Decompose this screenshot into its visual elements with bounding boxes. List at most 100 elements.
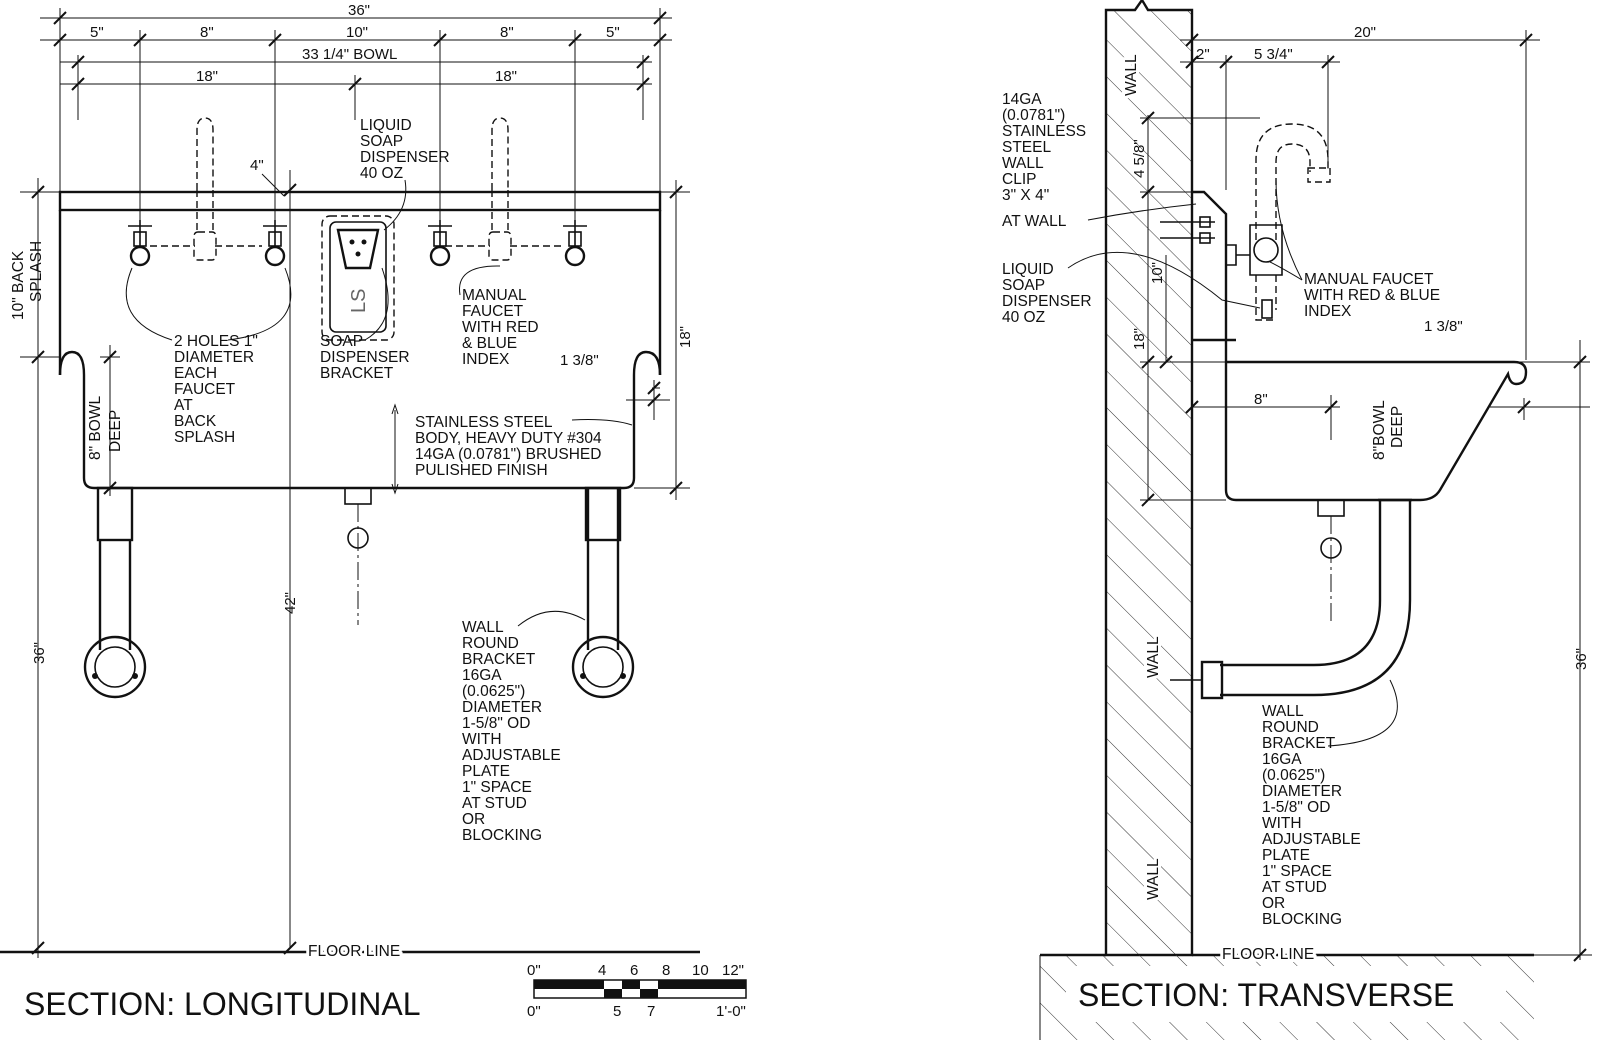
svg-text:LIQUID: LIQUID [1002,261,1054,278]
svg-text:16GA: 16GA [462,667,502,684]
dim-overall-36: 36" [348,2,370,19]
scale-top-0: 0" [527,962,541,979]
svg-text:OR: OR [462,811,485,828]
svg-text:ADJUSTABLE: ADJUSTABLE [1262,831,1361,848]
svg-text:INDEX: INDEX [1304,303,1352,320]
wall-label-mid: WALL [1145,636,1162,678]
svg-text:WITH RED & BLUE: WITH RED & BLUE [1304,287,1440,304]
dim-8-right: 8" [500,24,514,41]
svg-text:WALL: WALL [1002,155,1044,172]
svg-text:40 OZ: 40 OZ [360,165,403,182]
bracket-label: WALL ROUND BRACKET 16GA (0.0625") DIAMET… [462,619,561,844]
svg-text:BRACKET: BRACKET [462,651,536,668]
body-label: STAINLESS STEEL BODY, HEAVY DUTY #304 14… [415,414,602,479]
svg-text:(0.0625"): (0.0625") [462,683,525,700]
longitudinal-section: 36" 5" 8" 10" 8" 5" 33 1/4" BOWL 18" 18"… [0,2,747,1022]
transverse-bowl [1224,340,1528,625]
drain-centerline [347,504,369,625]
faucet-label: MANUAL FAUCET WITH RED & BLUE INDEX [462,287,539,368]
vertical-dimension-lines [20,178,690,958]
dim-5-left: 5" [90,24,104,41]
dim-5-right: 5" [606,24,620,41]
transverse-dimension-lines [1140,30,1592,962]
svg-text:WALL: WALL [462,619,504,636]
dim-clip-4-5-8: 4 5/8" [1131,139,1148,178]
svg-text:EACH: EACH [174,365,217,382]
svg-text:BODY, HEAVY DUTY #304: BODY, HEAVY DUTY #304 [415,430,602,447]
svg-text:BRACKET: BRACKET [320,365,394,382]
scale-top-12: 12" [722,962,744,979]
dim-bowl-width: 33 1/4" BOWL [302,46,397,63]
svg-text:WITH RED: WITH RED [462,319,539,336]
transverse-support-arm [1170,498,1412,705]
svg-text:2 HOLES 1": 2 HOLES 1" [174,333,258,350]
back-splash-label-2: SPLASH [28,241,45,302]
svg-text:ROUND: ROUND [1262,719,1319,736]
svg-text:BACK: BACK [174,413,217,430]
floor-line-label-transverse: FLOOR LINE [1222,946,1314,963]
svg-text:1" SPACE: 1" SPACE [1262,863,1332,880]
dim-18-height: 18" [677,326,694,348]
svg-text:BRACKET: BRACKET [1262,735,1336,752]
sink-body [58,190,662,505]
svg-text:SOAP: SOAP [360,133,403,150]
dim-leg-36: 36" [1573,648,1590,670]
svg-text:1-5/8" OD: 1-5/8" OD [1262,799,1330,816]
wall-hatch [1104,0,1194,957]
svg-text:AT: AT [174,397,193,414]
svg-text:DIAMETER: DIAMETER [1262,783,1342,800]
svg-text:PLATE: PLATE [462,763,510,780]
svg-text:WITH: WITH [1262,815,1302,832]
dim-8-left: 8" [200,24,214,41]
svg-text:AT STUD: AT STUD [1262,879,1327,896]
svg-text:1-5/8" OD: 1-5/8" OD [462,715,530,732]
svg-text:MANUAL: MANUAL [462,287,527,304]
svg-text:(0.0625"): (0.0625") [1262,767,1325,784]
back-splash-label-1: 10" BACK [10,250,27,320]
transverse-title: SECTION: TRANSVERSE [1078,977,1454,1013]
svg-text:MANUAL FAUCET: MANUAL FAUCET [1304,271,1434,288]
dim-18-right: 18" [495,68,517,85]
dim-depth-20: 20" [1354,24,1376,41]
svg-text:1" SPACE: 1" SPACE [462,779,532,796]
svg-text:SOAP: SOAP [1002,277,1045,294]
svg-text:3" X 4": 3" X 4" [1002,187,1049,204]
svg-text:FAUCET: FAUCET [462,303,524,320]
dim-18-left: 18" [196,68,218,85]
svg-text:16GA: 16GA [1262,751,1302,768]
dim-10-center: 10" [346,24,368,41]
svg-text:BLOCKING: BLOCKING [1262,911,1342,928]
bowl-deep-label-2: DEEP [107,410,124,452]
svg-text:OR: OR [1262,895,1285,912]
scale-bottom-5: 5 [613,1003,621,1020]
transverse-bowl-deep-label: 8"BOWL DEEP [1371,400,1406,460]
faucet-right [428,117,587,267]
dim-backsplash-10: 10" [1149,262,1166,284]
svg-text:DIAMETER: DIAMETER [462,699,542,716]
dim-height-18: 18" [1131,328,1148,350]
transverse-faucet-label: MANUAL FAUCET WITH RED & BLUE INDEX [1304,271,1440,320]
bowl-deep-label-1: 8" BOWL [87,396,104,460]
svg-text:INDEX: INDEX [462,351,510,368]
faucet-left [128,117,287,267]
transverse-bracket-label: WALL ROUND BRACKET 16GA (0.0625") DIAMET… [1262,703,1361,928]
svg-text:DISPENSER: DISPENSER [320,349,410,366]
svg-text:8"BOWL: 8"BOWL [1371,400,1388,460]
svg-text:SOAP: SOAP [320,333,363,350]
dim-drain-8: 8" [1254,391,1268,408]
svg-text:(0.0781"): (0.0781") [1002,107,1065,124]
wall-clip [1160,190,1236,342]
dim-rim-transverse: 1 3/8" [1424,318,1463,335]
scale-bar [533,979,747,999]
wall-clip-label: 14GA (0.0781") STAINLESS STEEL WALL CLIP… [1002,91,1086,230]
scale-bottom-7: 7 [647,1003,655,1020]
longitudinal-title: SECTION: LONGITUDINAL [24,986,421,1022]
svg-text:SPLASH: SPLASH [174,429,235,446]
dim-rim-1-3-8: 1 3/8" [560,352,599,369]
dim-36-height: 36" [31,642,48,664]
wall-label-top: WALL [1123,54,1140,96]
transverse-soap-label: LIQUID SOAP DISPENSER 40 OZ [1002,261,1092,326]
svg-text:PULISHED FINISH: PULISHED FINISH [415,462,548,479]
svg-text:AT WALL: AT WALL [1002,213,1067,230]
soap-dispenser [321,215,395,341]
